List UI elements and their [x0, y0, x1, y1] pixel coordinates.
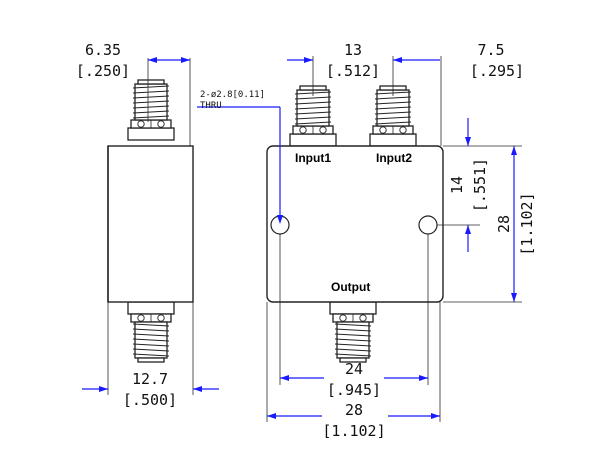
side-connector-top [127, 79, 175, 141]
hole-spacing-inch: [.945] [327, 381, 381, 399]
hole-spacing-mm: 24 [345, 360, 363, 378]
edge-offset-inch: [.295] [470, 62, 524, 80]
total-height-inch: [1.102] [518, 192, 536, 255]
device-body [266, 145, 444, 303]
input-spacing-mm: 13 [344, 41, 362, 59]
front-view: Input1 Input2 Output [266, 85, 444, 363]
hole-note-line2: THRU [200, 101, 222, 111]
total-height-mm: 28 [495, 215, 513, 233]
input2-label: Input2 [376, 151, 412, 165]
dimension-lines [82, 56, 522, 422]
side-connector-bottom [127, 301, 175, 363]
side-body-width-inch: [.500] [123, 391, 177, 409]
total-width-mm: 28 [345, 401, 363, 419]
input1-label: Input1 [295, 151, 331, 165]
dimension-labels: 6.35 [.250] 12.7 [.500] 13 [.512] 7.5 [.… [76, 41, 536, 440]
input-spacing-inch: [.512] [326, 62, 380, 80]
half-height-inch: [.551] [471, 158, 489, 212]
half-height-mm: 14 [448, 176, 466, 194]
side-conn-width-inch: [.250] [76, 62, 130, 80]
side-view-body [107, 145, 194, 303]
side-conn-width-mm: 6.35 [85, 41, 121, 59]
output-connector [329, 301, 377, 363]
hole-note-line1: 2-ø2.8[0.11] [200, 90, 265, 100]
side-body-width-mm: 12.7 [132, 370, 168, 388]
edge-offset-mm: 7.5 [477, 41, 504, 59]
output-label: Output [331, 280, 370, 294]
side-view [107, 79, 194, 363]
total-width-inch: [1.102] [322, 422, 385, 440]
mounting-hole-right [418, 215, 438, 235]
